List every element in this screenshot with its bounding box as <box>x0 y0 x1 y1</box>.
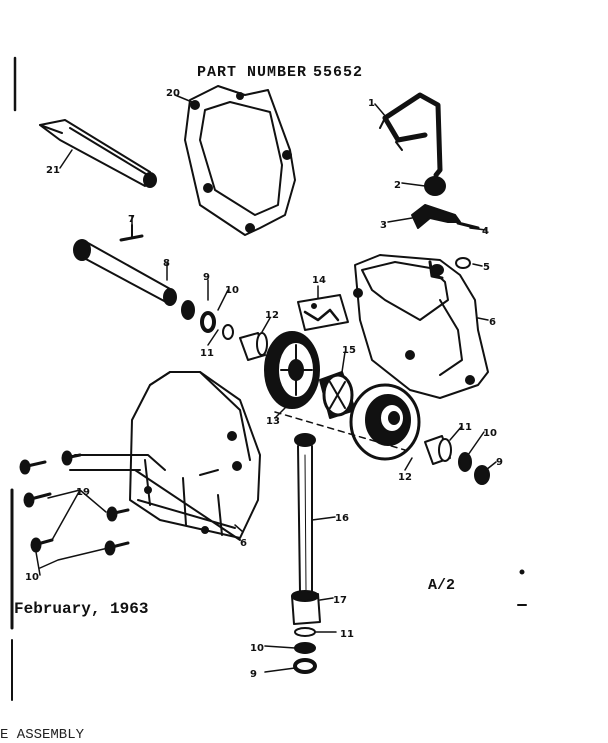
part-6-upper-housing <box>353 254 489 399</box>
callout-11-upper: 11 <box>200 348 214 359</box>
part-13-gear <box>264 331 320 409</box>
part-2-knob <box>424 176 446 196</box>
sheet-reference: A/2 <box>428 577 456 594</box>
part-16-vertical-shaft <box>294 433 316 593</box>
callout-labels: 20 21 1 2 3 4 5 6 7 8 9 10 11 12 14 15 1… <box>25 88 503 680</box>
part-18-leader-lines <box>39 489 109 569</box>
date-label: February, 1963 <box>14 600 149 618</box>
callout-12-lower: 12 <box>398 472 412 483</box>
part-12-bushing-upper <box>239 332 268 361</box>
callout-6-upper: 6 <box>489 317 496 328</box>
callout-1: 1 <box>368 98 375 109</box>
callout-10-bottom: 10 <box>250 643 264 654</box>
callout-11-bottom: 11 <box>340 629 354 640</box>
part-bushing-right <box>424 435 452 465</box>
callout-7: 7 <box>128 214 135 225</box>
part-11-washer-bottom <box>294 627 316 637</box>
part-9-washer-bottom <box>293 658 317 674</box>
part-8-shaft <box>73 239 177 306</box>
part-10-washer-right <box>458 452 472 472</box>
part-3-fork <box>411 204 480 230</box>
callout-10-upper: 10 <box>225 285 239 296</box>
callout-21: 21 <box>46 165 60 176</box>
part-18-screws <box>19 450 130 556</box>
callout-17: 17 <box>333 595 347 606</box>
callout-14: 14 <box>312 275 326 286</box>
callout-10-left: 10 <box>25 572 39 583</box>
part-12-worm-wheel <box>349 383 421 461</box>
callout-2: 2 <box>394 180 401 191</box>
callout-3: 3 <box>380 220 387 231</box>
part-10-washer-bottom <box>294 642 316 654</box>
stray-dot <box>519 569 525 575</box>
callout-12-upper: 12 <box>265 310 279 321</box>
leader-lines <box>35 94 497 673</box>
part-14-bracket <box>297 294 349 331</box>
cut-off-footer-text: E ASSEMBLY <box>0 727 85 743</box>
part-1-handle <box>379 92 443 178</box>
page-title: PART NUMBER 55652 <box>197 64 363 81</box>
part-17-bushing <box>291 590 321 625</box>
callout-13: 13 <box>266 416 280 427</box>
callout-10-right: 10 <box>483 428 497 439</box>
part-11-washer-upper <box>222 324 234 340</box>
part-number: 55652 <box>313 64 364 81</box>
part-9-washer-upper <box>181 300 195 320</box>
part-20-gasket <box>184 85 296 236</box>
callout-6-lower: 6 <box>240 538 247 549</box>
callout-16: 16 <box>335 513 349 524</box>
part-5-nut <box>455 257 471 269</box>
callout-5: 5 <box>483 262 490 273</box>
callout-9-right: 9 <box>496 457 503 468</box>
callout-9-upper: 9 <box>203 272 210 283</box>
callout-20: 20 <box>166 88 180 99</box>
part-7-pin <box>119 224 144 242</box>
axis-centerline <box>274 411 406 451</box>
part-15-clutch <box>319 371 356 419</box>
callout-4: 4 <box>482 226 489 237</box>
part-21-rod <box>39 119 157 188</box>
part-6-lower-housing <box>69 371 261 541</box>
title-prefix: PART NUMBER <box>197 64 308 81</box>
callout-15: 15 <box>342 345 356 356</box>
callout-8: 8 <box>163 258 170 269</box>
part-10-washer-upper <box>200 311 216 333</box>
callout-9-bottom: 9 <box>250 669 257 680</box>
callout-19: 19 <box>76 487 90 498</box>
callout-11-right: 11 <box>458 422 472 433</box>
